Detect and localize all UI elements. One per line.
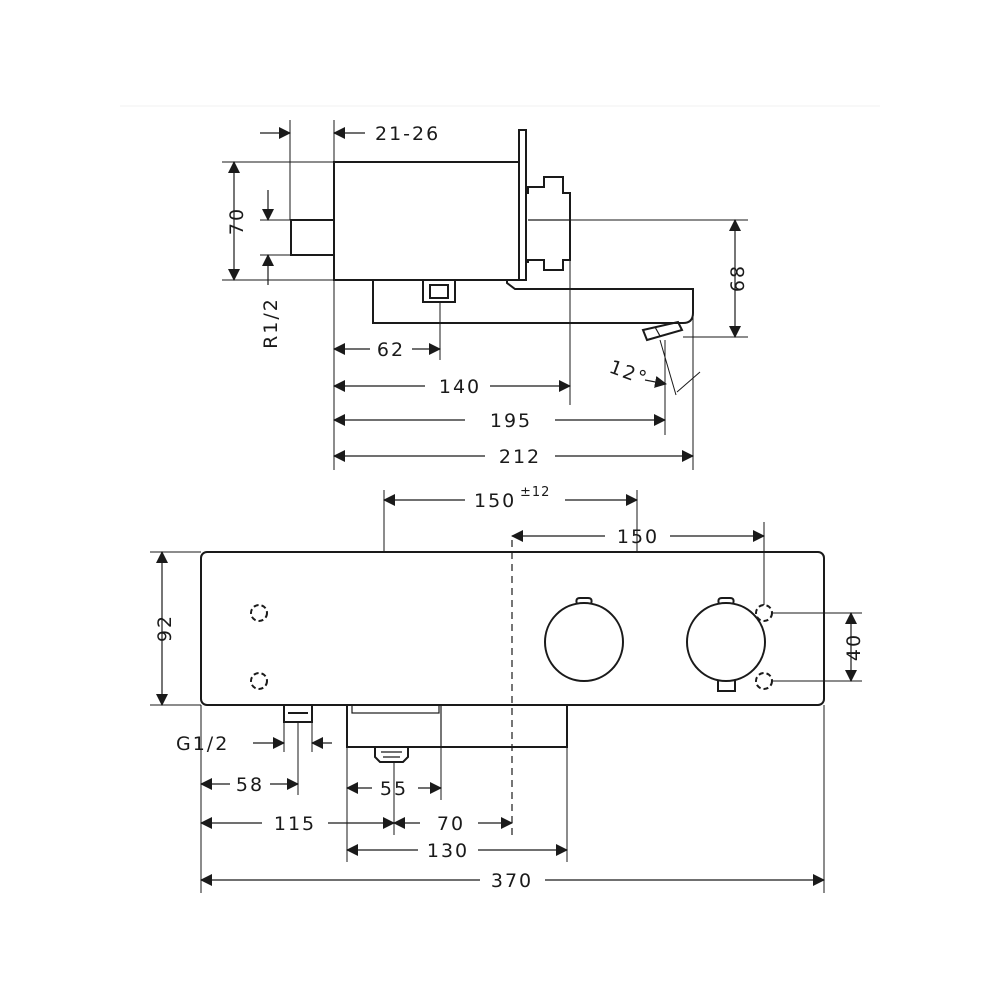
side-body [333, 161, 520, 281]
dim-212: 212 [499, 446, 541, 468]
mount-hole-bottom-left [250, 672, 268, 690]
dim-g1-2: G1/2 [176, 733, 229, 755]
dim-58: 58 [236, 774, 264, 796]
front-spout-slot [351, 704, 440, 714]
side-view: 21-26 70 R1/2 68 62 140 195 212 12° [222, 120, 749, 470]
dim-70-vertical: 70 [226, 207, 248, 235]
dim-195: 195 [490, 410, 532, 432]
dim-12-degrees: 12° [606, 356, 651, 390]
dim-370: 370 [491, 870, 533, 892]
front-inlet [283, 705, 313, 723]
dim-92: 92 [154, 614, 176, 642]
dim-130: 130 [427, 840, 469, 862]
knob-left-tab [575, 597, 593, 605]
side-aerator-line [654, 326, 661, 337]
dim-55: 55 [380, 778, 408, 800]
dim-140: 140 [439, 376, 481, 398]
front-spout [346, 704, 568, 748]
knob-left [544, 602, 624, 682]
dim-68: 68 [727, 264, 749, 292]
knob-right [686, 602, 766, 682]
dim-115: 115 [274, 813, 316, 835]
knob-right-tab [717, 597, 735, 605]
dim-70-front: 70 [437, 813, 465, 835]
side-aerator [641, 320, 684, 342]
dim-r1-2: R1/2 [260, 297, 282, 349]
knob-right-bottom-tab [717, 680, 736, 692]
dim-150: 150 [617, 526, 659, 548]
side-outlet-connector [422, 280, 456, 303]
side-inlet-pipe [290, 219, 335, 256]
mount-hole-top-left [250, 604, 268, 622]
dim-40: 40 [843, 633, 865, 661]
dim-150-tol-superscript: ±12 [520, 485, 550, 500]
front-aerator [374, 747, 409, 763]
side-knob [526, 176, 571, 271]
front-view: 150 ±12 150 92 40 G1/2 58 55 115 70 [150, 485, 865, 893]
dim-21-26: 21-26 [375, 123, 440, 145]
mount-hole-bottom-right [755, 672, 773, 690]
side-spout [372, 280, 694, 324]
dim-62: 62 [377, 339, 405, 361]
dim-150-tol: 150 [474, 490, 516, 512]
side-wall-plate [518, 129, 527, 281]
